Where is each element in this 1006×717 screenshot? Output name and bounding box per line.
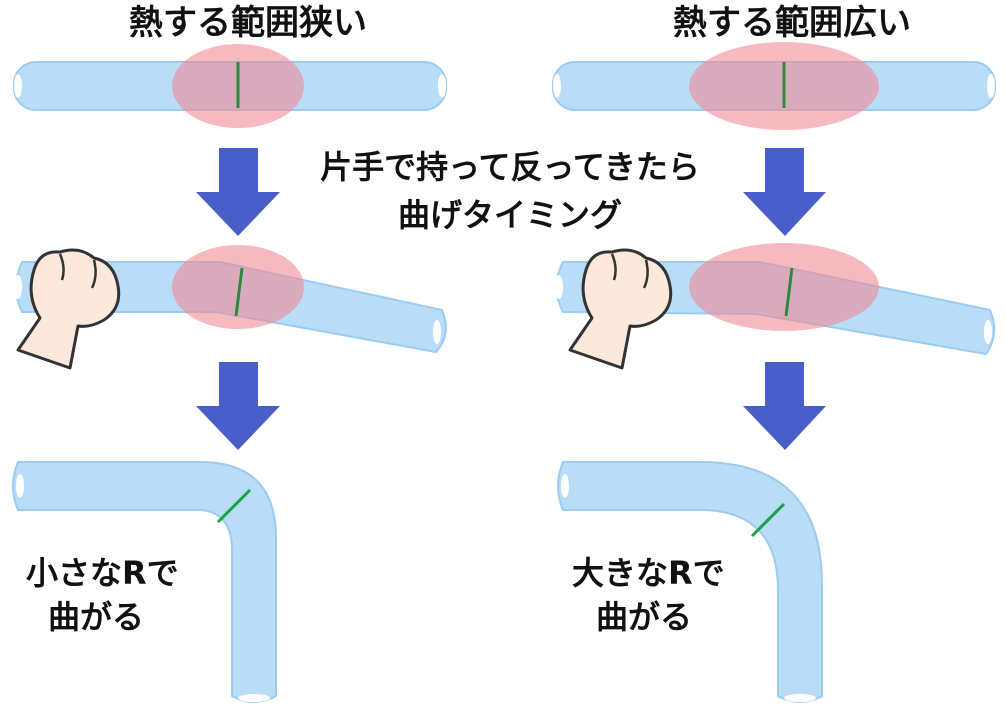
left-result-line1: 小さなRで <box>26 554 179 592</box>
right-title: 熱する範囲広い <box>673 3 911 43</box>
hand-fist-icon <box>16 248 121 370</box>
left-bend-mark <box>216 488 252 524</box>
right-heat-zone-wide-2 <box>689 243 879 331</box>
left-title: 熱する範囲狭い <box>129 3 367 43</box>
right-center-mark-2 <box>784 267 794 317</box>
center-caption-line2: 曲げタイミング <box>398 196 622 234</box>
right-bend-mark <box>750 502 786 538</box>
right-result-line1: 大きなRで <box>572 554 725 592</box>
down-arrow-icon <box>743 362 826 450</box>
center-caption-line1: 片手で持って反ってきたら <box>320 148 700 186</box>
left-heat-zone-narrow-2 <box>172 245 304 329</box>
down-arrow-icon <box>196 362 280 450</box>
right-result-line2: 曲がる <box>596 598 692 636</box>
down-arrow-icon <box>743 148 826 236</box>
left-bent-pipe-small-radius <box>12 461 277 703</box>
left-center-mark-2 <box>234 267 244 317</box>
right-bent-pipe-large-radius <box>557 461 823 703</box>
left-result-line2: 曲がる <box>48 598 144 636</box>
down-arrow-icon <box>196 148 280 236</box>
hand-fist-icon <box>568 248 673 370</box>
